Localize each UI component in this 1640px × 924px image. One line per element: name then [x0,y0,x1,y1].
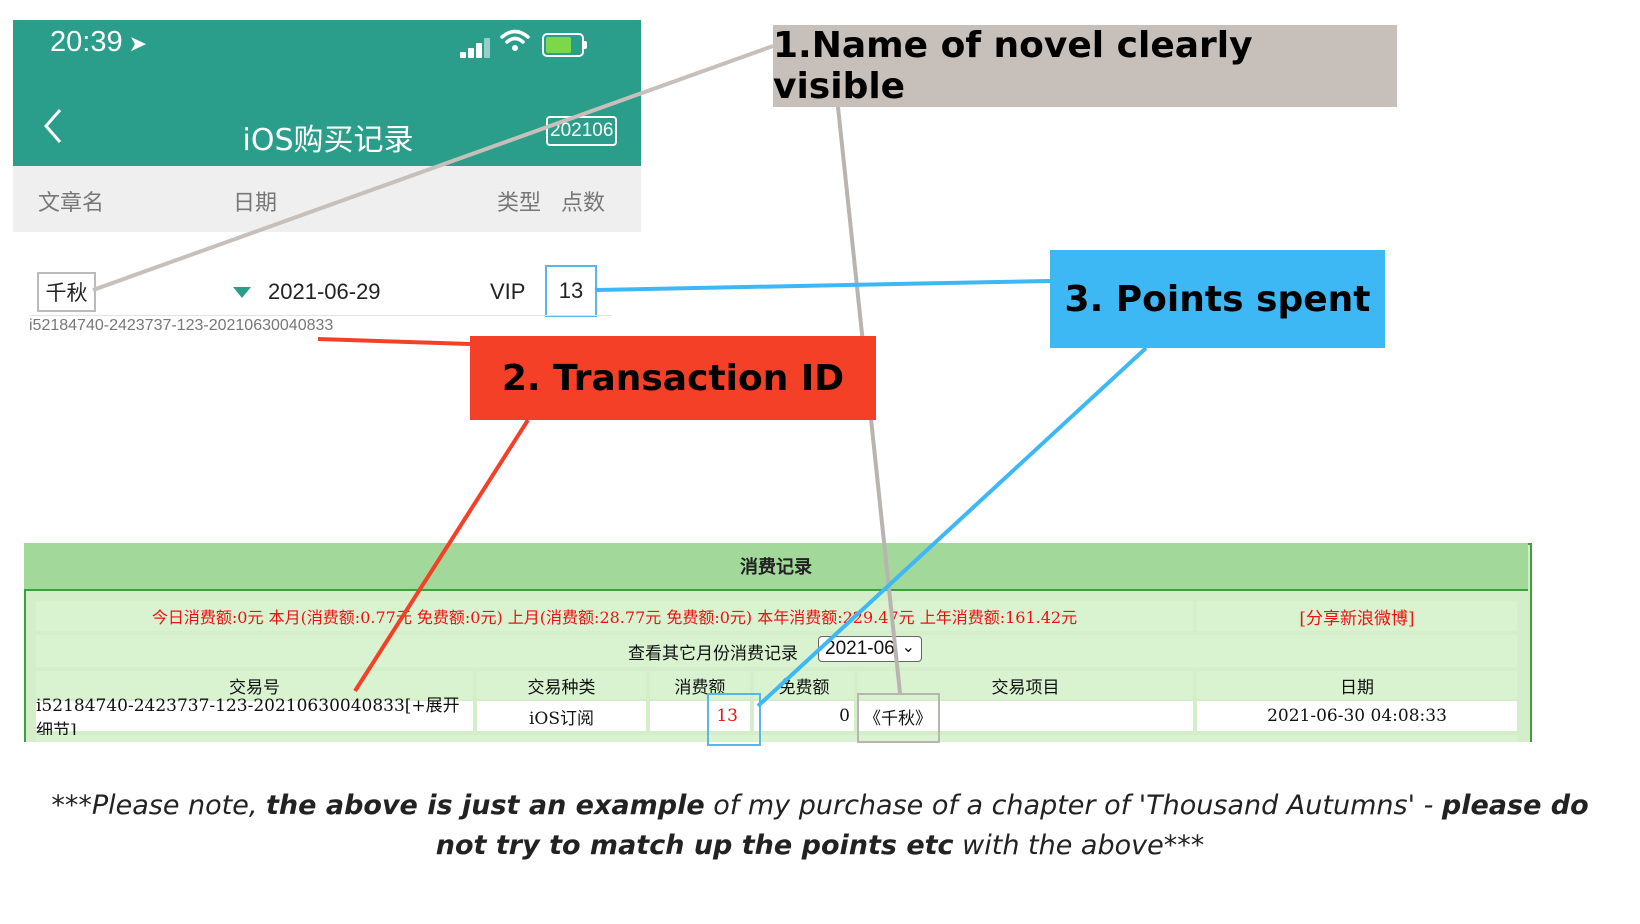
txid-connector-phone [317,337,471,346]
column-header-bar [13,166,641,232]
location-arrow-icon: ➤ [128,31,148,56]
row-txid[interactable]: i52184740-2423737-123-20210630040833[+展开… [36,696,473,741]
battery-charging-icon [542,33,584,57]
footer-bold-2: please do not try to match up the points… [435,790,1589,861]
txid-connector-web [353,418,530,693]
column-header-date: 日期 [233,191,278,216]
share-weibo-link[interactable]: [分享新浪微博] [1197,601,1517,631]
footer-part-2: of my purchase of a chapter of 'Thousand… [704,790,1442,821]
callout-points-spent: 3. Points spent [1050,250,1385,348]
row-amount: 13 [650,701,750,731]
header-kind: 交易种类 [477,671,646,699]
column-header-type: 类型 [497,191,542,216]
phone-header [13,20,641,166]
name-connector-phone [92,44,774,292]
callout-novel-name: 1.Name of novel clearly visible [773,25,1397,107]
wifi-icon [500,28,530,59]
next-row-stub [36,735,1517,742]
battery-tip [584,41,587,49]
month-select[interactable]: 2021-06 ⌄ [818,636,922,662]
cellular-signal-icon [460,36,494,58]
points-connector-phone [594,279,1051,292]
purchase-type: VIP [490,279,526,304]
header-date: 日期 [1197,671,1517,699]
header-free: 免费额 [754,671,854,699]
header-item: 交易项目 [858,671,1193,699]
column-header-points: 点数 [561,191,606,216]
footer-bold-1: the above is just an example [266,790,705,821]
chevron-down-icon: ⌄ [901,639,915,656]
points-highlight-box [707,693,761,746]
row-kind: iOS订阅 [477,701,646,731]
month-filter-button[interactable]: 202106 [546,116,618,146]
page-title: iOS购买记录 [242,123,414,158]
footer-part-3: with the above*** [953,830,1205,861]
row-free: 0 [754,701,854,731]
transaction-id: i52184740-2423737-123-20210630040833 [29,317,334,334]
purchase-date: 2021-06-29 [268,279,381,304]
month-selector-row: 查看其它月份消费记录 [36,635,1517,667]
points-connector-web [756,346,1148,708]
novel-highlight-box [857,693,940,743]
dropdown-triangle-icon[interactable] [233,287,251,298]
status-time: 20:39➤ [50,26,148,58]
month-select-value: 2021-06 [825,638,895,659]
consumption-summary: 今日消费额:0元 本月(消费额:0.77元 免费额:0元) 上月(消费额:28.… [36,601,1193,631]
footer-note: ***Please note, the above is just an exa… [40,786,1600,866]
back-chevron-icon[interactable] [40,106,66,155]
footer-part-1: ***Please note, [51,790,267,821]
header-amount: 消费额 [650,671,750,699]
row-divider [29,315,612,316]
row-item[interactable]: 《千秋》 [858,701,1193,731]
header-txid: 交易号 [36,671,473,699]
callout-transaction-id: 2. Transaction ID [470,336,876,420]
novel-name-cell[interactable]: 千秋 [37,272,96,312]
row-date: 2021-06-30 04:08:33 [1197,701,1517,731]
column-header-title: 文章名 [38,191,105,216]
consumption-record-title: 消费记录 [24,543,1528,591]
month-prompt: 查看其它月份消费记录 [628,643,798,664]
